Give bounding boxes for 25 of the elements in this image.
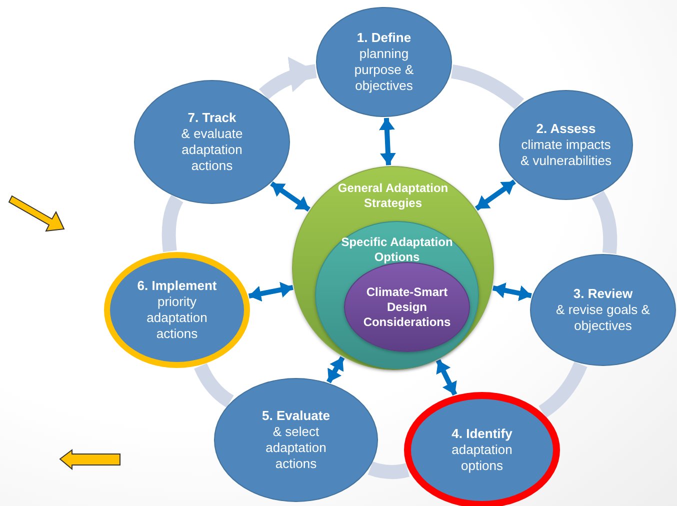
step-title: 5. Evaluate [262,408,330,424]
step-title: 2. Assess [536,120,596,137]
step-description: planning purpose & objectives [353,46,415,94]
step-description: & evaluate adaptation actions [180,126,244,174]
step-title: 1. Define [356,30,412,46]
step-description: adaptation options [450,442,514,474]
step-description: & revise goals & objectives [555,302,651,334]
ellipse-label: General Adaptation Strategies [336,181,450,211]
double-arrow [436,359,458,396]
step-title: 7. Track [188,110,236,126]
cycle-arrow [259,57,317,100]
double-arrow [326,356,345,384]
step-title: 3. Review [573,286,633,302]
double-arrow [378,118,396,166]
double-arrow [270,181,310,212]
ellipse-label: Specific Adaptation Options [340,235,454,265]
double-arrow [492,282,532,302]
step-description: & select adaptation actions [264,424,328,472]
step-description: priority adaptation actions [146,294,208,342]
double-arrow [474,180,516,211]
ellipse-label: Climate-Smart Design Considerations [362,284,452,330]
step-description: climate impacts & vulnerabilities [520,136,612,170]
double-arrow [248,282,294,302]
step-title: 6. Implement [137,278,217,294]
step-title: 4. Identify [452,426,512,442]
